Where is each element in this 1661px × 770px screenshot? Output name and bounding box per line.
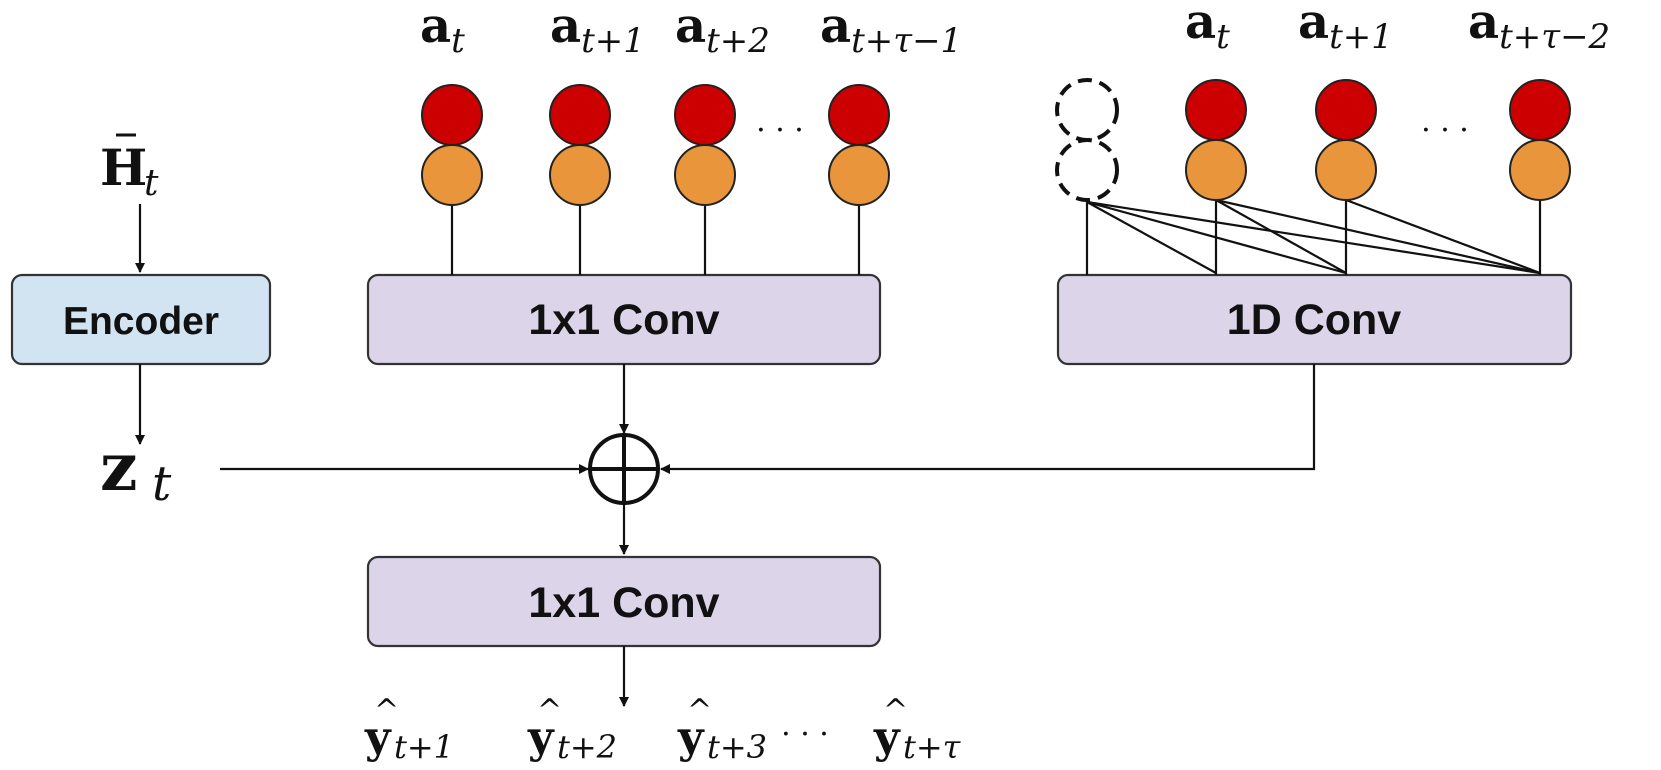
output-label: y ^ t+3 bbox=[677, 693, 767, 766]
conv-top-label: 1x1 Conv bbox=[528, 296, 719, 344]
svg-text:t+2: t+2 bbox=[557, 728, 617, 766]
svg-text:y: y bbox=[677, 712, 705, 763]
input-node-orange bbox=[549, 144, 611, 206]
input-label: at+1 bbox=[550, 0, 645, 61]
output-label: y ^ t+1 bbox=[364, 693, 454, 766]
conv-top-box: 1x1 Conv bbox=[366, 273, 882, 366]
input-label: at+τ−1 bbox=[820, 0, 962, 61]
input-node-orange bbox=[421, 144, 483, 206]
conv-bottom-label: 1x1 Conv bbox=[528, 579, 719, 627]
encoder-box: Encoder bbox=[10, 273, 272, 366]
input-label: at bbox=[420, 0, 465, 61]
output-label: y ^ t+τ bbox=[873, 693, 962, 766]
padding-node bbox=[1055, 138, 1119, 202]
right-input-labels: at at+1 at+τ−2 bbox=[1185, 0, 1610, 57]
svg-text:^: ^ bbox=[537, 693, 562, 728]
input-node-red bbox=[828, 84, 890, 146]
svg-text:t: t bbox=[152, 456, 172, 512]
h-bar-label: H t bbox=[100, 133, 159, 204]
padding-node bbox=[1055, 78, 1119, 142]
input-node-red bbox=[1509, 79, 1571, 141]
input-node-red bbox=[1315, 79, 1377, 141]
left-ellipsis: · · · bbox=[756, 113, 804, 148]
left-input-labels: at at+1 at+2 at+τ−1 bbox=[420, 0, 962, 61]
input-label: at+1 bbox=[1298, 0, 1393, 57]
left-input-stems bbox=[450, 205, 861, 275]
svg-text:t+3: t+3 bbox=[707, 728, 767, 766]
conv-1d-box: 1D Conv bbox=[1056, 273, 1573, 366]
input-node-red bbox=[421, 84, 483, 146]
svg-text:^: ^ bbox=[374, 693, 399, 728]
circled-plus-icon bbox=[588, 433, 660, 505]
encoder-label: Encoder bbox=[63, 300, 219, 343]
output-ellipsis: · · · bbox=[781, 717, 829, 752]
conv-1d-connections bbox=[1085, 198, 1542, 275]
svg-text:y: y bbox=[873, 712, 901, 763]
arrow-conv-1d-to-sum bbox=[660, 364, 1316, 474]
input-label: at+τ−2 bbox=[1468, 0, 1610, 57]
conv-bottom-box: 1x1 Conv bbox=[366, 555, 882, 648]
svg-text:^: ^ bbox=[687, 693, 712, 728]
svg-text:z: z bbox=[100, 428, 137, 506]
svg-text:H: H bbox=[100, 138, 147, 197]
left-input-nodes bbox=[421, 84, 890, 206]
input-node-orange bbox=[1185, 139, 1247, 201]
z-label: z t bbox=[100, 428, 172, 512]
input-node-red bbox=[1185, 79, 1247, 141]
padding-nodes bbox=[1055, 78, 1119, 202]
output-label: y ^ t+2 bbox=[527, 693, 617, 766]
input-node-orange bbox=[1315, 139, 1377, 201]
right-ellipsis: · · · bbox=[1421, 113, 1469, 148]
input-node-red bbox=[674, 84, 736, 146]
input-label: at+2 bbox=[675, 0, 770, 61]
conv-1d-label: 1D Conv bbox=[1227, 296, 1402, 344]
svg-text:y: y bbox=[364, 712, 392, 763]
input-node-orange bbox=[674, 144, 736, 206]
svg-text:t+τ: t+τ bbox=[903, 728, 962, 766]
input-node-red bbox=[549, 84, 611, 146]
output-labels: y ^ t+1 y ^ t+2 y ^ t+3 · · · y ^ t+τ bbox=[364, 693, 962, 766]
input-node-orange bbox=[828, 144, 890, 206]
svg-text:y: y bbox=[527, 712, 555, 763]
svg-text:t: t bbox=[144, 163, 159, 204]
svg-text:^: ^ bbox=[883, 693, 908, 728]
input-node-orange bbox=[1509, 139, 1571, 201]
svg-text:t+1: t+1 bbox=[394, 728, 454, 766]
input-label: at bbox=[1185, 0, 1230, 57]
right-input-nodes bbox=[1185, 79, 1571, 201]
